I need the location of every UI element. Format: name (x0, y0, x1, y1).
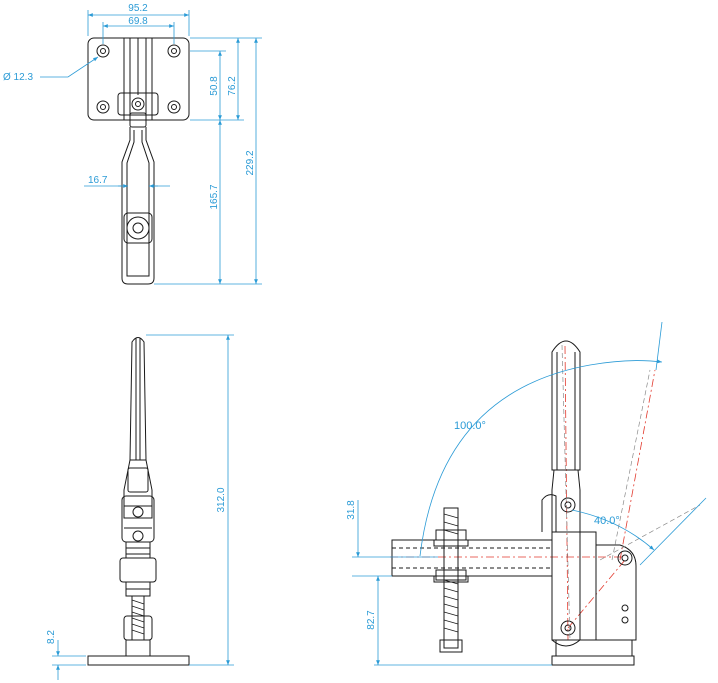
front-clamp-arm (391, 539, 553, 577)
mount-hole-tl (96, 44, 110, 58)
dim-8-2: 8.2 (46, 630, 57, 644)
mount-hole-bl (96, 100, 110, 114)
front-view (391, 340, 637, 666)
top-spindle-knob (123, 212, 153, 244)
dim-165-7: 165.7 (209, 184, 220, 209)
top-view (87, 37, 190, 285)
front-base (551, 655, 635, 666)
top-pivot-block (117, 92, 159, 116)
dim-312-0: 312.0 (216, 487, 227, 512)
dim-hole-diameter: Ø 12.3 (3, 72, 33, 83)
mount-hole-br (167, 100, 181, 114)
side-view (87, 337, 190, 666)
front-handle (551, 340, 581, 471)
mount-hole-tr (167, 44, 181, 58)
front-view-dim-text: 100.0° 40.0° 31.8 82.7 (346, 420, 620, 630)
dim-76-2: 76.2 (227, 76, 238, 96)
dim-229-2: 229.2 (245, 150, 256, 175)
angle-40: 40.0° (594, 515, 620, 527)
dim-82-7: 82.7 (366, 610, 377, 630)
side-view-dim-text: 312.0 8.2 (46, 487, 227, 644)
top-handle-link (121, 127, 155, 285)
side-hex-nut-upper (125, 541, 151, 559)
front-nut-bottom (435, 569, 467, 581)
front-view-hidden (561, 344, 701, 641)
side-view-dimensions (52, 334, 234, 680)
front-spindle (443, 507, 459, 649)
angle-100: 100.0° (454, 420, 486, 432)
dim-50-8: 50.8 (209, 76, 220, 96)
top-view-dimensions (40, 10, 262, 285)
front-nut-top (435, 529, 467, 541)
dim-31-8: 31.8 (346, 500, 357, 520)
dim-95-2: 95.2 (128, 3, 148, 14)
top-view-dim-text: 95.2 69.8 Ø 12.3 50.8 76.2 229.2 165.7 1… (3, 3, 256, 210)
side-base (87, 655, 190, 666)
side-body (119, 557, 157, 583)
front-view-centerlines (390, 345, 656, 641)
front-view-dimensions (352, 321, 707, 666)
dim-16-7: 16.7 (88, 175, 108, 186)
front-body (551, 531, 637, 641)
side-linkage-body (121, 495, 155, 543)
dim-69-8: 69.8 (128, 16, 148, 27)
side-handle-grip (129, 337, 147, 461)
